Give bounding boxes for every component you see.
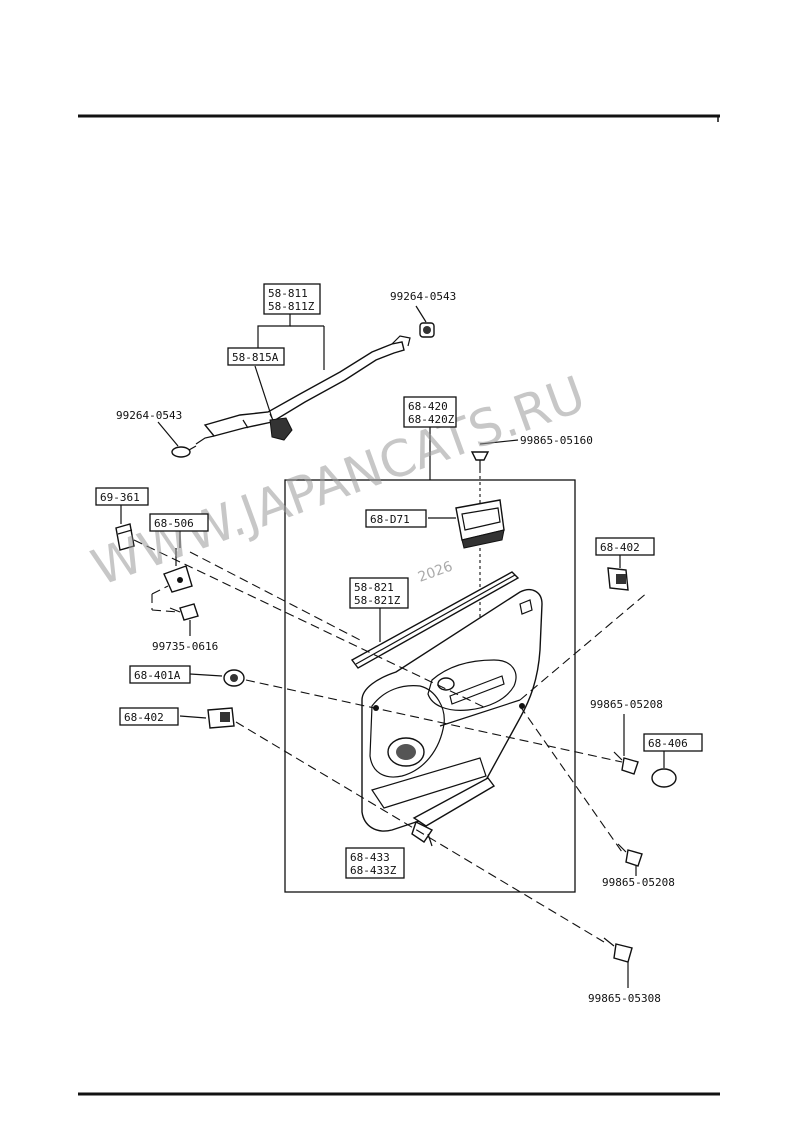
clip-58-815a [269,417,293,441]
callout-box-c-68-420 [403,396,457,428]
callout-label-c-58-821-1: 58-821Z [354,594,401,607]
callout-label-c-68-401a-0: 68-401A [134,669,181,682]
callout-label-c-68-402-r-0: 68-402 [600,541,640,554]
callout-box-c-68-402-r [595,537,655,556]
door-trim-panel [361,588,543,832]
callout-label-c-68-402-l-0: 68-402 [124,711,164,724]
clip-68-402-right [607,567,629,591]
screw-99865-05160 [470,451,490,470]
bracket-68-506 [163,548,193,593]
callout-label-c-68-420-0: 68-420 [408,400,448,413]
callout-box-c-58-815a [227,347,285,366]
part-number-top-right: 99264-0543 [390,290,456,303]
callout-box-c-68-506 [149,513,209,532]
cap-68-406 [651,768,677,788]
fastener-99264-top-left [171,445,197,458]
callout-box-c-58-821 [349,577,409,609]
screw-99865-05208-lower [617,843,643,867]
callout-box-c-68-406 [643,733,703,752]
callout-box-c-68-402-l [119,707,179,726]
callout-label-c-69-361-0: 69-361 [100,491,140,504]
screw-99865-05208-upper [613,751,639,775]
belt-molding-58-821 [350,571,520,669]
callout-label-c-58-821-0: 58-821 [354,581,394,594]
part-number-0616: 99735-0616 [152,640,218,653]
screw-99735-0616 [169,603,199,621]
svg-text:WWW.JAPANCATS.RU: WWW.JAPANCATS.RU [84,365,592,597]
callout-label-c-68-420-1: 68-420Z [408,413,455,426]
callout-label-c-68-d71-0: 68-D71 [370,513,410,526]
callout-box-c-68-433 [345,847,405,879]
part-number-05308: 99865-05308 [588,992,661,1005]
part-number-05160: 99865-05160 [520,434,593,447]
part-number-05208-lower: 99865-05208 [602,876,675,889]
callout-box-c-69-361 [95,487,149,506]
callout-box-c-58-811 [263,283,321,315]
clip-68-402-left [207,707,235,729]
callout-label-c-68-433-0: 68-433 [350,851,390,864]
callout-box-c-68-401a [129,665,191,684]
fastener-68-401a [223,669,245,687]
top-rule [78,114,720,122]
watermark: WWW.JAPANCATS.RU 2026 [84,365,592,597]
callout-label-c-68-406-0: 68-406 [648,737,688,750]
screw-99865-05308 [603,937,633,963]
fastener-99264-top-right [419,322,435,338]
svg-text:2026: 2026 [416,559,455,586]
clip-69-361 [115,523,135,551]
callout-label-c-68-506-0: 68-506 [154,517,194,530]
callout-label-c-58-811-0: 58-811 [268,287,308,300]
switch-panel-68-d71 [455,499,505,549]
callout-box-c-68-d71 [365,509,427,528]
part-number-05208-upper: 99865-05208 [590,698,663,711]
armrest-68-433 [411,777,496,843]
callout-label-c-58-811-1: 58-811Z [268,300,315,313]
part-numbers: 99264-0543 99264-0543 99865-05160 99735-… [116,290,675,1005]
callout-label-c-58-815a-0: 58-815A [232,351,279,364]
callout-label-c-68-433-1: 68-433Z [350,864,397,877]
part-number-top-left: 99264-0543 [116,409,182,422]
